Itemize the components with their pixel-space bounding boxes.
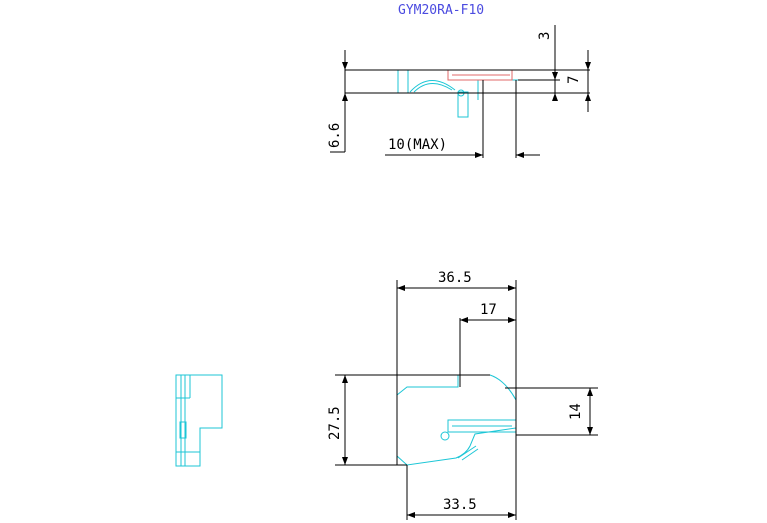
dim-label-10-max: 10(MAX) [388,137,447,153]
front-view-part-outline [396,374,517,466]
front-view-dimension-lines [335,280,598,520]
side-view [175,374,223,467]
dim-label-17: 17 [480,302,497,318]
dim-label-33-5: 33.5 [443,497,477,513]
drawing-title: GYM20RA-F10 [398,3,484,18]
top-view-hidden-lines [447,69,513,81]
dim-label-14: 14 [568,403,584,420]
dim-label-27-5: 27.5 [327,406,343,440]
top-view-dimension-lines [330,25,591,158]
dim-label-36-5: 36.5 [438,270,472,286]
dim-label-3: 3 [537,32,553,40]
dim-label-6-6: 6.6 [327,123,343,148]
front-view: 36.5 17 27.5 14 33.5 [327,270,598,520]
dim-label-7: 7 [566,76,582,84]
top-view: 3 7 6.6 10(MAX) [327,25,591,158]
